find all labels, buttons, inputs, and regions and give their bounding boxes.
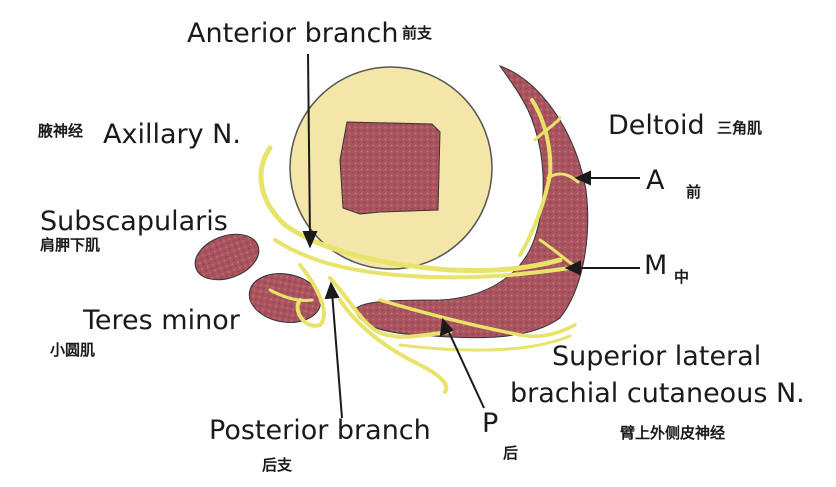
deltoid-label: Deltoid	[608, 110, 705, 141]
axillary-n-label-zh: 腋神经	[38, 122, 84, 140]
deltoid-nerve-c	[533, 116, 562, 142]
axillary-n-label: Axillary N.	[103, 119, 241, 150]
teres-minor-label-zh: 小圆肌	[50, 341, 96, 359]
subscapularis-label: Subscapularis	[40, 206, 228, 237]
p-pointer	[446, 327, 485, 409]
posterior-branch-pointer	[331, 291, 343, 419]
a-arrowhead	[574, 170, 591, 186]
m-arrowhead	[564, 260, 581, 276]
superior-lateral-label-zh: 臂上外侧皮神经	[620, 424, 726, 442]
cutaneous-nerve-b	[378, 298, 577, 338]
m-label: M	[644, 250, 668, 281]
subscapularis-label-zh: 肩胛下肌	[40, 236, 101, 254]
m-label-zh: 中	[674, 268, 690, 286]
subscapularis-muscle	[194, 233, 260, 281]
p-label: P	[482, 408, 499, 439]
superior-lateral-label-line2: brachial cutaneous N.	[510, 378, 805, 409]
anterior-branch-label: Anterior branch	[187, 18, 399, 49]
deltoid-label-zh: 三角肌	[717, 119, 763, 137]
anterior-branch-pointer	[307, 53, 311, 239]
superior-lateral-label-line1: Superior lateral	[552, 341, 762, 372]
anterior-branch-arrowhead	[302, 231, 318, 249]
cutaneous-nerve	[338, 298, 449, 394]
teres-minor-nerve	[268, 288, 314, 302]
posterior-branch-nerve	[295, 263, 326, 328]
nerve-paths	[258, 98, 580, 394]
posterior-branch-arrowhead	[324, 281, 340, 300]
teres-minor-label: Teres minor	[83, 305, 240, 336]
a-label-zh: 前	[686, 183, 702, 201]
a-label: A	[646, 165, 665, 196]
anterior-branch-nerve	[273, 238, 572, 280]
deltoid-nerve-a	[518, 98, 553, 257]
humerus-bone-section	[339, 121, 441, 215]
posterior-branch-label-zh: 后支	[262, 456, 293, 474]
p-arrowhead	[439, 317, 454, 337]
pointer-lines	[302, 53, 640, 419]
deltoid-nerve-b	[546, 172, 580, 184]
posterior-branch-loop	[328, 276, 452, 339]
anterior-branch-label-zh: 前支	[402, 24, 433, 42]
p-label-zh: 后	[503, 444, 519, 462]
cutaneous-nerve-c	[398, 334, 572, 352]
posterior-branch-label: Posterior branch	[209, 415, 431, 446]
axillary-nerve-trunk	[258, 145, 563, 274]
